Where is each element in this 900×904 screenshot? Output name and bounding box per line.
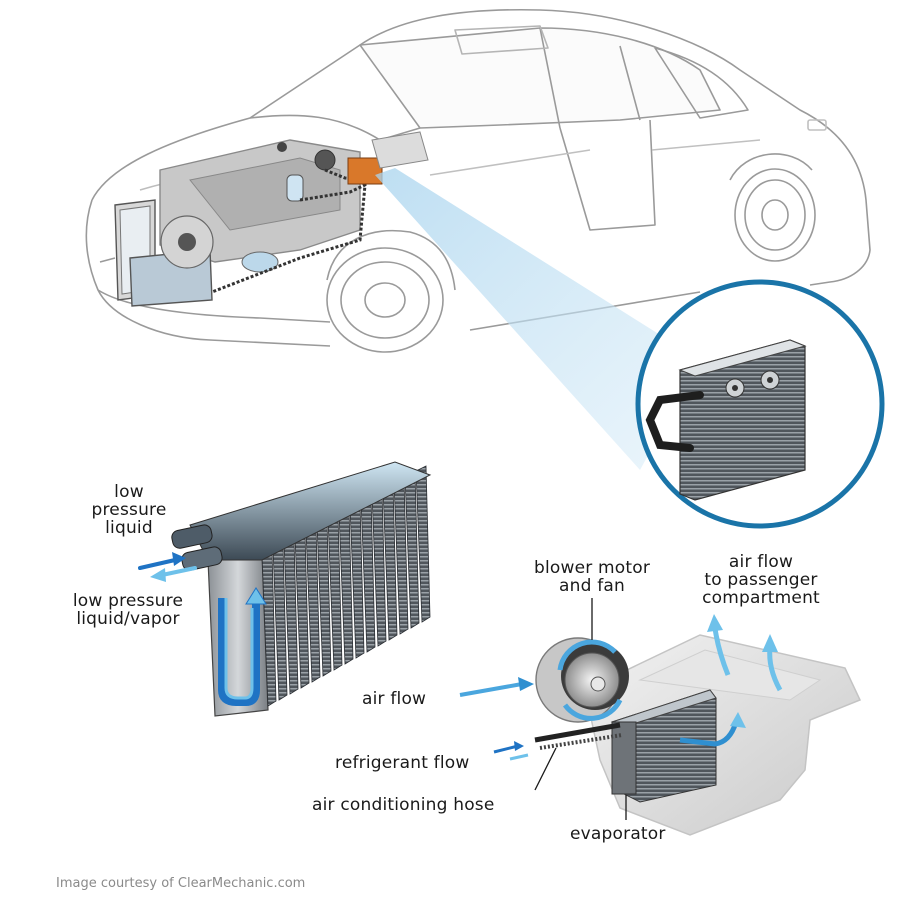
label-evaporator: evaporator: [570, 824, 666, 844]
front-wheel: [326, 229, 456, 353]
label-line: to passenger: [704, 570, 818, 590]
blower-motor-fan: [535, 637, 629, 723]
label-line: blower motor: [533, 558, 651, 578]
label-line: liquid: [105, 518, 153, 538]
blower-assembly: [459, 614, 862, 836]
evaporator-core-large: [171, 461, 432, 717]
fin-plate: [415, 465, 431, 623]
label-line: liquid/vapor: [76, 609, 180, 629]
leader-hose: [534, 747, 557, 791]
engine-bay: [114, 131, 429, 307]
evaporator-callout: [635, 279, 885, 529]
label-line: pressure: [91, 500, 167, 520]
label-air-flow: air flow: [362, 689, 427, 709]
leader-lines: [534, 598, 627, 820]
label-air-flow-passenger: air flow to passenger compartment: [686, 553, 836, 607]
label-line: and fan: [559, 576, 625, 596]
refrigerant-arrows-large: [138, 552, 197, 582]
car-front-outline: [85, 199, 331, 347]
label-line: compartment: [702, 588, 820, 608]
engine-fan: [160, 215, 214, 269]
callout-beam: [375, 168, 700, 470]
label-low-pressure-liquid-vapor: low pressure liquid/vapor: [58, 592, 198, 628]
label-line: low: [114, 482, 144, 502]
label-line: low pressure: [72, 591, 184, 611]
image-credit: Image courtesy of ClearMechanic.com: [56, 876, 306, 891]
evaporator-highlight: [347, 157, 383, 185]
label-ac-hose: air conditioning hose: [312, 795, 495, 815]
label-blower-motor-fan: blower motor and fan: [516, 559, 668, 595]
rear-wheel: [729, 153, 816, 262]
label-low-pressure-liquid: low pressure liquid: [86, 483, 172, 537]
label-line: air flow: [728, 552, 794, 572]
label-refrigerant-flow: refrigerant flow: [335, 753, 470, 773]
